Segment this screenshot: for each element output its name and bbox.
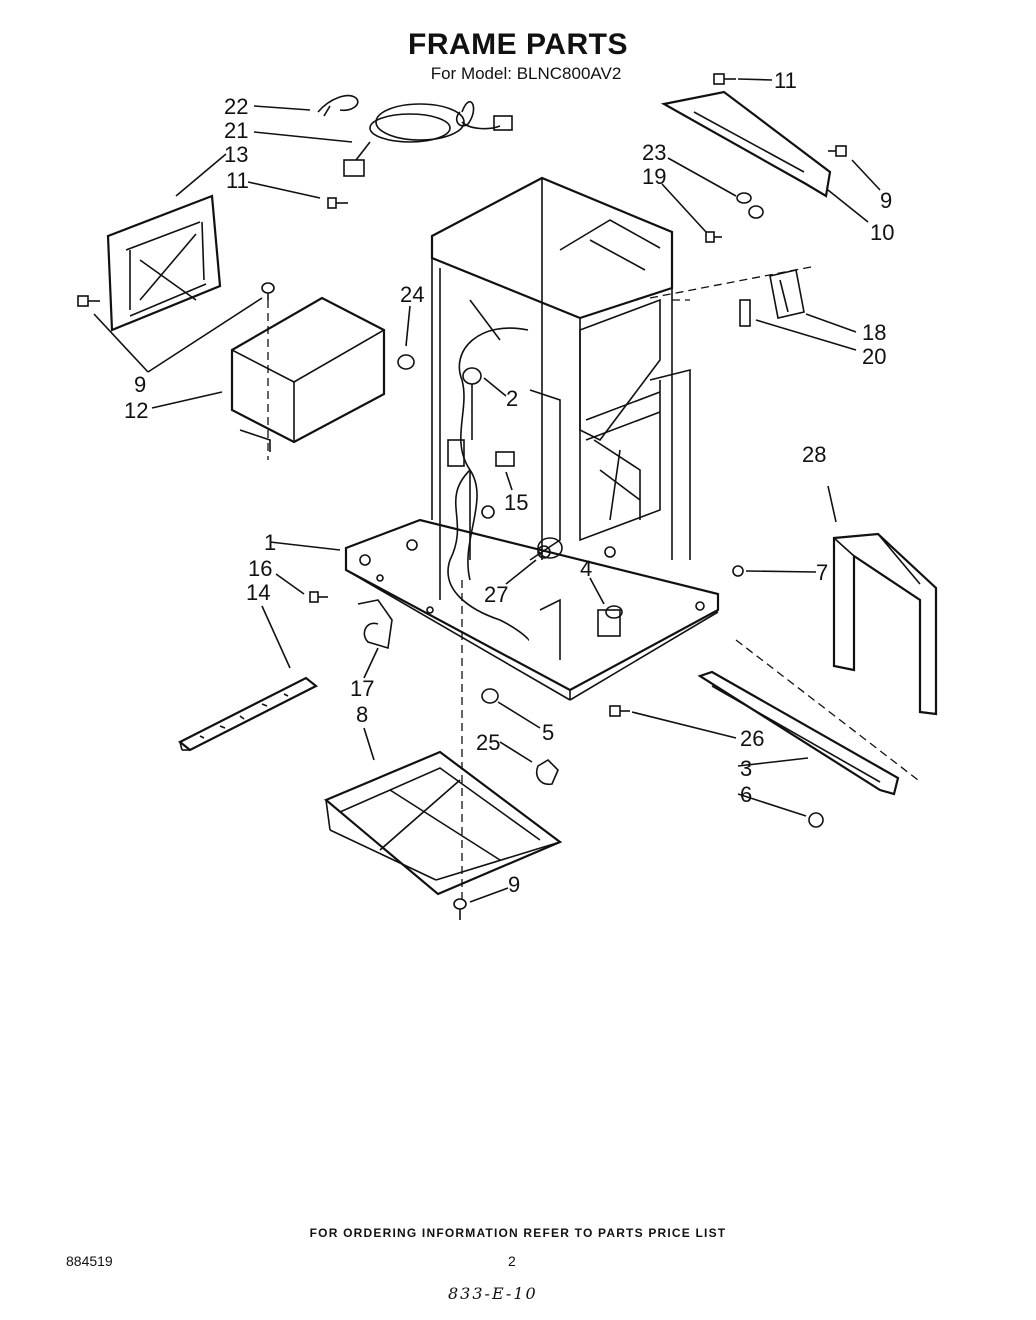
- callout-17: 17: [350, 676, 374, 701]
- callout-22: 22: [224, 94, 248, 119]
- callout-5: 5: [542, 720, 554, 745]
- callout-9-left: 9: [134, 372, 146, 397]
- callout-18: 18: [862, 320, 886, 345]
- callout-6: 6: [740, 782, 752, 807]
- part-10-bracket: [660, 90, 832, 198]
- part-12-cover: [230, 296, 386, 460]
- callout-9-bottom: 9: [508, 872, 520, 897]
- callout-10: 10: [870, 220, 894, 245]
- part-11-screw-left: [327, 197, 348, 209]
- part-28-panel: [832, 532, 938, 716]
- handwritten-code: 833-E-10: [448, 1284, 538, 1303]
- part-23-thermostat: [736, 192, 764, 219]
- part-15-connector: [495, 451, 515, 467]
- part-9-screw-bottom: [453, 898, 467, 920]
- page-title: FRAME PARTS: [408, 28, 628, 61]
- leader-lines: [93, 78, 881, 903]
- callout-15: 15: [504, 490, 528, 515]
- base-frame: [344, 505, 720, 701]
- callout-20: 20: [862, 344, 886, 369]
- page-number: 2: [508, 1253, 516, 1269]
- callout-7: 7: [816, 560, 828, 585]
- part-19-screw: [705, 231, 722, 243]
- callout-4: 4: [580, 556, 592, 581]
- part-22-clamp: [317, 94, 359, 117]
- callout-11-right: 11: [774, 68, 797, 93]
- wire-harness: [447, 327, 529, 641]
- part-27-knob: [537, 537, 563, 559]
- callout-13: 13: [224, 142, 248, 167]
- callout-2: 2: [506, 386, 518, 411]
- callout-28: 28: [802, 442, 826, 467]
- part-26-screw: [609, 705, 630, 717]
- callout-24: 24: [400, 282, 424, 307]
- callout-19: 19: [642, 164, 666, 189]
- part-16-screw: [309, 591, 328, 603]
- part-18-switch: [769, 269, 805, 319]
- part-4-component: [597, 605, 623, 637]
- part-5-bumper: [481, 688, 499, 704]
- ordering-note: FOR ORDERING INFORMATION REFER TO PARTS …: [309, 1226, 727, 1240]
- part-14-foam-strip: [177, 676, 319, 752]
- callout-26: 26: [740, 726, 764, 751]
- callout-14: 14: [246, 580, 270, 605]
- callout-11-left: 11: [226, 168, 249, 193]
- document-number: 884519: [66, 1253, 113, 1269]
- callout-23: 23: [642, 140, 666, 165]
- part-2-switch: [447, 367, 482, 467]
- part-21-power-cord: [343, 100, 513, 177]
- callout-3: 3: [740, 756, 752, 781]
- part-25-clip: [536, 758, 559, 786]
- callout-8: 8: [356, 702, 368, 727]
- part-9-screw-cover: [261, 282, 275, 300]
- part-11-screw-right: [713, 73, 736, 85]
- part-24-grommet: [397, 354, 415, 370]
- part-7-screw: [732, 565, 744, 577]
- part-9-screw-right: [828, 145, 847, 157]
- part-17-clip: [357, 599, 393, 650]
- callout-12: 12: [124, 398, 148, 423]
- part-6-plug: [808, 812, 824, 828]
- model-subtitle: For Model: BLNC800AV2: [430, 64, 622, 83]
- callout-21: 21: [224, 118, 248, 143]
- part-9-screw-left: [77, 295, 100, 307]
- main-frame: [430, 176, 691, 600]
- part-3-rail: [697, 670, 900, 796]
- part-20-insulator: [739, 299, 751, 327]
- callout-1: 1: [264, 530, 276, 555]
- callout-16: 16: [248, 556, 272, 581]
- callout-9-right: 9: [880, 188, 892, 213]
- part-13-side-panel: [106, 194, 222, 332]
- callout-27: 27: [484, 582, 508, 607]
- part-8-bottom-panel: [323, 580, 563, 900]
- callout-25: 25: [476, 730, 500, 755]
